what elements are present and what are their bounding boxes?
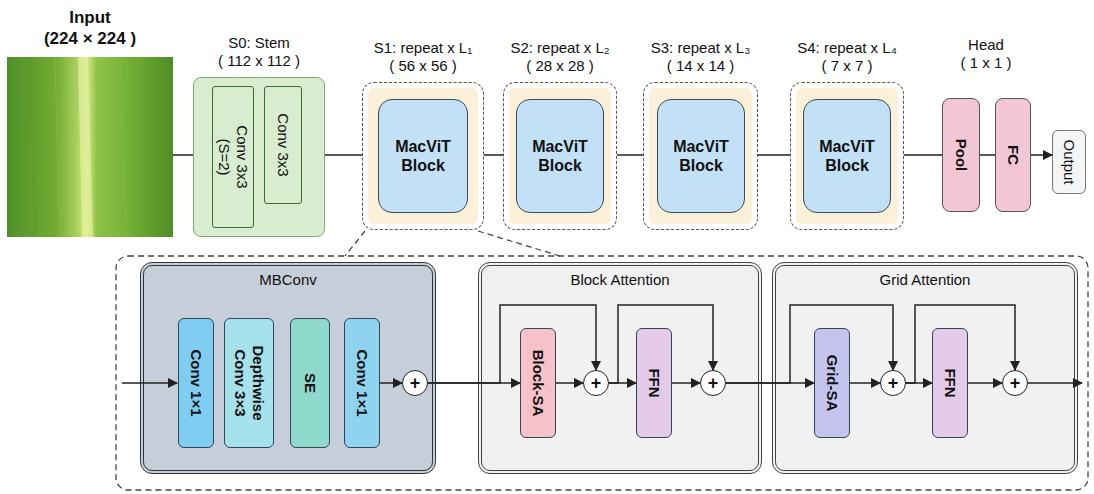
node-label: FFN bbox=[941, 368, 959, 397]
heading-text: Block Attention bbox=[482, 271, 758, 289]
layer-box: Conv 1×1 bbox=[344, 318, 380, 448]
connector bbox=[617, 154, 643, 156]
layer-box: SE bbox=[290, 318, 330, 448]
heading-text: S0: Stem bbox=[124, 34, 394, 52]
node-label: Grid-SA bbox=[823, 355, 841, 412]
sum-sign: + bbox=[591, 374, 602, 392]
layer-box: Depthwise Conv 3×3 bbox=[224, 318, 274, 448]
connector bbox=[325, 154, 362, 156]
sum-sign: + bbox=[708, 374, 719, 392]
leaf-image bbox=[7, 57, 173, 237]
connector bbox=[904, 154, 942, 156]
node-label: Conv 1×1 bbox=[187, 349, 205, 416]
sum-node: + bbox=[583, 370, 609, 396]
node-label: FFN bbox=[645, 368, 663, 397]
node-label: Conv 3x3 bbox=[274, 113, 292, 176]
node-label: Output bbox=[1060, 139, 1078, 184]
heading-group: S2: repeat x L₂( 28 x 28 ) bbox=[434, 39, 686, 75]
node-label: Pool bbox=[952, 139, 970, 172]
heading-text: S4: repeat x L₄ bbox=[721, 39, 973, 57]
heading-group: S4: repeat x L₄( 7 x 7 ) bbox=[721, 39, 973, 75]
head-layer-box: FC bbox=[995, 98, 1031, 212]
zoom-line bbox=[345, 231, 365, 256]
layer-box: FFN bbox=[636, 328, 672, 438]
module-panel: Block AttentionBlock-SA + FFN + bbox=[478, 262, 762, 474]
conv-box: Conv 3x3 (S=2) bbox=[212, 86, 254, 228]
connector bbox=[672, 382, 700, 384]
connector bbox=[380, 382, 402, 384]
heading-group: Block Attention bbox=[482, 271, 758, 289]
connector bbox=[484, 154, 503, 156]
layer-box: Grid-SA bbox=[814, 328, 850, 438]
stage-group: S1: repeat x L₁( 56 x 56 )MacViT Block bbox=[362, 82, 484, 230]
block-box: MacViT Block bbox=[378, 99, 468, 213]
sum-sign: + bbox=[410, 374, 421, 392]
layer-box: FFN bbox=[932, 328, 968, 438]
stage-group: S2: repeat x L₂( 28 x 28 )MacViT Block bbox=[503, 82, 617, 230]
heading-text: ( 56 x 56 ) bbox=[293, 57, 553, 75]
stem-group: S0: Stem( 112 x 112 )Conv 3x3 (S=2)Conv … bbox=[193, 77, 325, 237]
node-label: FC bbox=[1004, 145, 1022, 165]
node-label: MacViT Block bbox=[809, 137, 885, 175]
heading-text: MBConv bbox=[144, 271, 432, 289]
head-layer-box: Pool bbox=[942, 98, 980, 212]
section-label: Head bbox=[926, 36, 1046, 54]
sum-node: + bbox=[880, 370, 906, 396]
heading-group: MBConv bbox=[144, 271, 432, 289]
conv-box: Conv 3x3 bbox=[264, 86, 302, 204]
section-label: ( 1 x 1 ) bbox=[926, 54, 1046, 72]
heading-group: Input(224 × 224 ) bbox=[0, 8, 243, 49]
sum-node: + bbox=[1002, 370, 1028, 396]
heading-group: S0: Stem( 112 x 112 ) bbox=[124, 34, 394, 70]
layer-box: Block-SA bbox=[520, 328, 556, 438]
heading-text: S3: repeat x L₃ bbox=[574, 39, 827, 57]
block-box: MacViT Block bbox=[803, 99, 891, 213]
node-label: Conv 1×1 bbox=[353, 349, 371, 416]
stage-group: S3: repeat x L₃( 14 x 14 )MacViT Block bbox=[643, 82, 758, 230]
input-image: Input(224 × 224 ) bbox=[7, 57, 173, 237]
heading-text: ( 112 x 112 ) bbox=[124, 52, 394, 70]
sum-sign: + bbox=[1010, 374, 1021, 392]
block-box: MacViT Block bbox=[516, 99, 604, 213]
heading-text: ( 14 x 14 ) bbox=[574, 57, 827, 75]
heading-group: Grid Attention bbox=[776, 271, 1074, 289]
zoom-line bbox=[478, 231, 560, 256]
layer-box: Conv 1×1 bbox=[178, 318, 214, 448]
stage-group: S4: repeat x L₄( 7 x 7 )MacViT Block bbox=[790, 82, 904, 230]
node-label: MacViT Block bbox=[663, 137, 739, 175]
node-label: Depthwise Conv 3×3 bbox=[231, 343, 267, 423]
heading-text: ( 7 x 7 ) bbox=[721, 57, 973, 75]
node-label: MacViT Block bbox=[384, 137, 462, 175]
heading-group: S3: repeat x L₃( 14 x 14 ) bbox=[574, 39, 827, 75]
connector bbox=[173, 154, 193, 156]
output-box: Output bbox=[1052, 130, 1086, 194]
connector bbox=[968, 382, 1002, 384]
node-label: MacViT Block bbox=[522, 137, 598, 175]
sum-sign: + bbox=[888, 374, 899, 392]
node-label: SE bbox=[301, 373, 319, 393]
heading-text: (224 × 224 ) bbox=[0, 29, 243, 49]
connector bbox=[758, 154, 790, 156]
heading-text: ( 28 x 28 ) bbox=[434, 57, 686, 75]
heading-text: Input bbox=[0, 8, 243, 28]
output-arrow bbox=[1028, 382, 1082, 384]
connector bbox=[850, 382, 880, 384]
node-label: Block-SA bbox=[529, 350, 547, 417]
block-box: MacViT Block bbox=[657, 99, 745, 213]
heading-text: S2: repeat x L₂ bbox=[434, 39, 686, 57]
zoom-panel bbox=[116, 256, 1088, 490]
heading-text: Grid Attention bbox=[776, 271, 1074, 289]
module-panel: MBConvConv 1×1 Depthwise Conv 3×3 SE Conv 1… bbox=[140, 262, 436, 474]
connector bbox=[980, 154, 995, 156]
sum-node: + bbox=[402, 370, 428, 396]
input-arrow bbox=[122, 382, 177, 384]
connector bbox=[556, 382, 583, 384]
connector bbox=[1031, 154, 1052, 156]
module-panel: Grid AttentionGrid-SA + FFN + bbox=[772, 262, 1078, 474]
node-label: Conv 3x3 (S=2) bbox=[215, 117, 251, 197]
sum-node: + bbox=[700, 370, 726, 396]
